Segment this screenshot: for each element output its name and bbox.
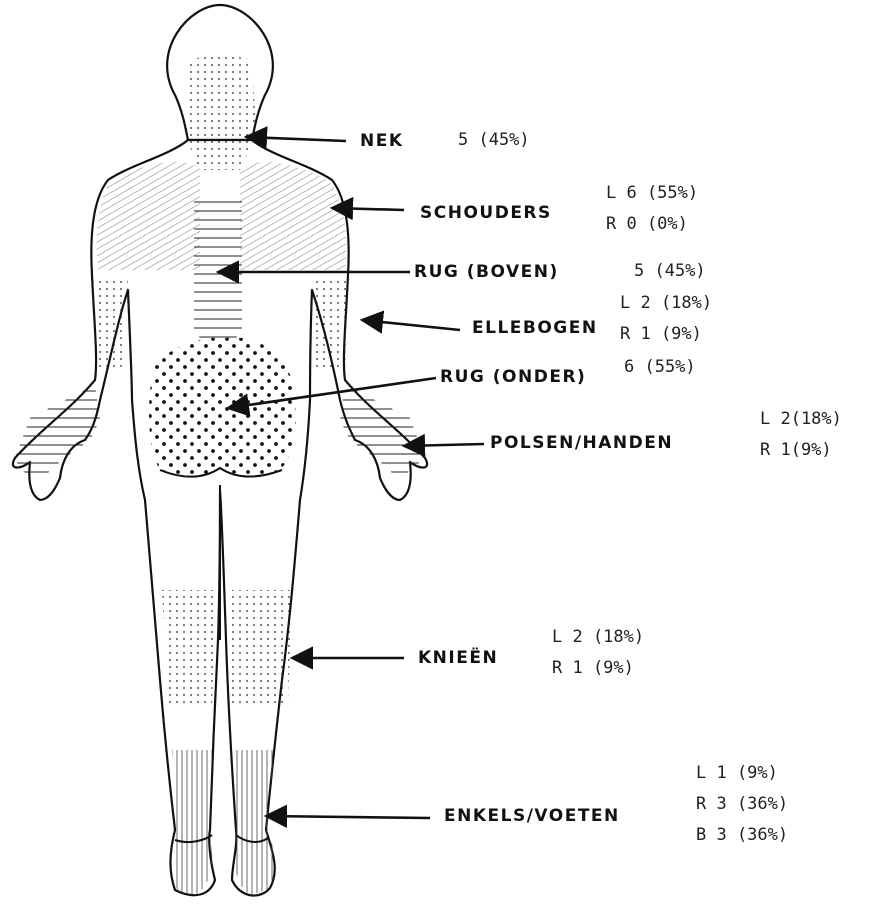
label-enkels-voeten: ENKELS/VOETEN	[444, 806, 620, 826]
label-nek: NEK	[360, 131, 404, 151]
neck-shading	[186, 56, 256, 170]
value-schouders: L 6 (55%)R 0 (0%)	[606, 178, 698, 240]
label-rug-boven: RUG (BOVEN)	[414, 262, 559, 282]
right-foot-shading	[234, 750, 274, 895]
value-rug-onder: 6 (55%)	[624, 352, 696, 383]
left-elbow-shading	[92, 280, 128, 370]
label-ellebogen: ELLEBOGEN	[472, 318, 598, 338]
value-knieen: L 2 (18%)R 1 (9%)	[552, 622, 644, 684]
lower-back-shading	[149, 337, 296, 476]
arrow-nek	[246, 137, 346, 141]
value-rug-boven: 5 (45%)	[634, 256, 706, 287]
right-knee-shading	[228, 590, 292, 705]
label-polsen-handen: POLSEN/HANDEN	[490, 433, 673, 453]
value-nek: 5 (45%)	[458, 125, 530, 156]
arrow-ellebogen	[362, 320, 460, 330]
left-knee-shading	[162, 590, 215, 705]
left-foot-shading	[172, 750, 212, 895]
label-rug-onder: RUG (ONDER)	[440, 367, 586, 387]
upper-back-shading	[194, 198, 242, 328]
right-elbow-shading	[312, 280, 348, 370]
label-schouders: SCHOUDERS	[420, 203, 552, 223]
value-polsen-handen: L 2(18%)R 1(9%)	[760, 404, 842, 466]
label-knieen: KNIEËN	[418, 648, 498, 668]
value-ellebogen: L 2 (18%)R 1 (9%)	[620, 288, 712, 350]
value-enkels-voeten: L 1 (9%)R 3 (36%)B 3 (36%)	[696, 758, 788, 851]
arrow-enkels	[266, 816, 430, 818]
